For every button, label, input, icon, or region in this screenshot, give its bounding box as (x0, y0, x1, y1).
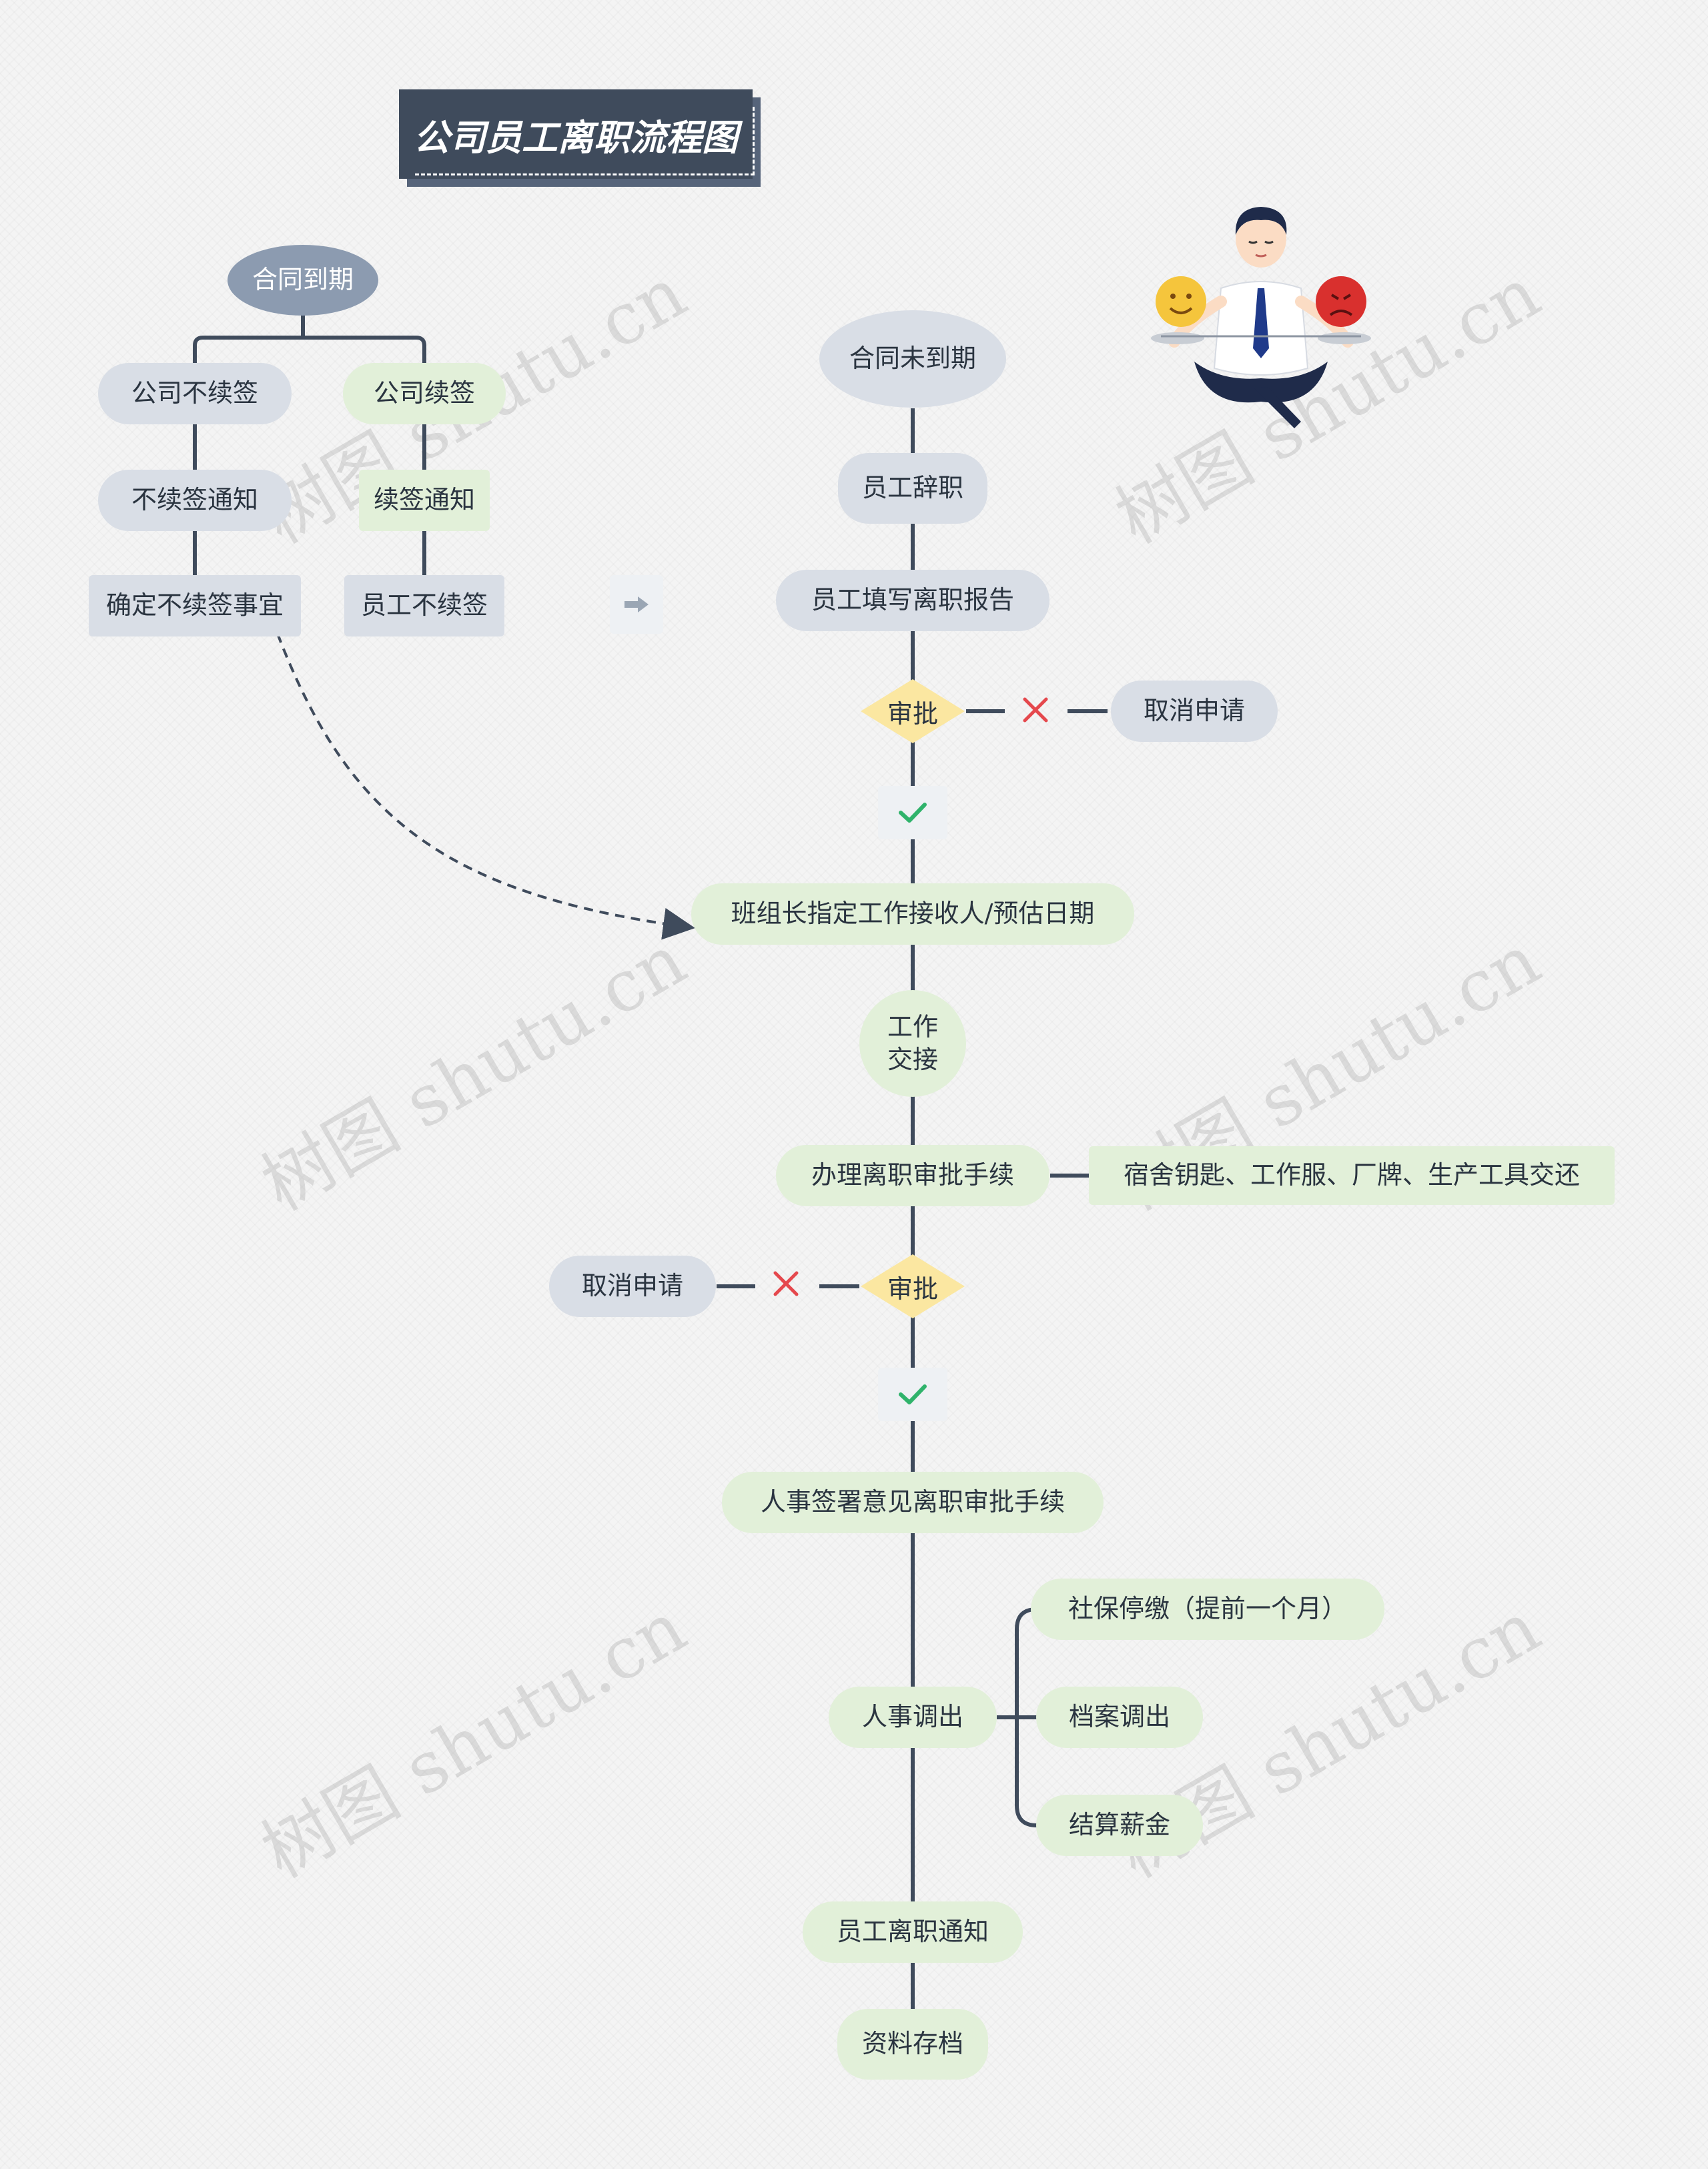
cross-icon (1011, 686, 1059, 734)
node-settle-salary[interactable]: 结算薪金 (1036, 1795, 1203, 1856)
cross-icon (762, 1260, 810, 1308)
page-title: 公司员工离职流程图 (399, 89, 753, 179)
node-resignation-report[interactable]: 员工填写离职报告 (776, 570, 1049, 631)
connector (193, 336, 426, 364)
decision-approve-2[interactable]: 审批 (859, 1253, 966, 1320)
dashed-arrow (276, 633, 695, 940)
node-resignation-notice[interactable]: 员工离职通知 (803, 1901, 1023, 1963)
node-cancel-application-2[interactable]: 取消申请 (549, 1256, 716, 1317)
node-resignation-procedure[interactable]: 办理离职审批手续 (776, 1145, 1049, 1206)
node-employee-no-renew[interactable]: 员工不续签 (344, 575, 504, 636)
node-contract-not-expired[interactable]: 合同未到期 (819, 310, 1006, 408)
right-arrow-icon (610, 575, 663, 634)
node-file-transfer[interactable]: 档案调出 (1036, 1687, 1203, 1748)
node-archive-documents[interactable]: 资料存档 (837, 2009, 988, 2080)
node-return-items[interactable]: 宿舍钥匙、工作服、厂牌、生产工具交还 (1089, 1146, 1615, 1205)
balance-person-illustration (1148, 188, 1374, 442)
decision-approve-1[interactable]: 审批 (859, 678, 966, 745)
node-contract-expired[interactable]: 合同到期 (228, 245, 378, 316)
decision-label: 审批 (887, 699, 938, 729)
check-icon (878, 1368, 947, 1421)
node-social-security-stop[interactable]: 社保停缴（提前一个月） (1031, 1579, 1384, 1640)
node-assign-receiver[interactable]: 班组长指定工作接收人/预估日期 (691, 883, 1134, 945)
node-renew-notice[interactable]: 续签通知 (359, 470, 490, 531)
node-cancel-application-1[interactable]: 取消申请 (1111, 681, 1278, 742)
node-confirm-no-renew[interactable]: 确定不续签事宜 (89, 575, 301, 636)
node-company-no-renew[interactable]: 公司不续签 (98, 363, 292, 424)
node-no-renew-notice[interactable]: 不续签通知 (98, 470, 292, 531)
node-work-handover[interactable]: 工作交接 (859, 990, 966, 1097)
check-icon (878, 786, 947, 839)
decision-label: 审批 (887, 1274, 938, 1304)
node-hr-transfer[interactable]: 人事调出 (829, 1687, 997, 1748)
node-hr-sign-opinion[interactable]: 人事签署意见离职审批手续 (722, 1472, 1104, 1533)
node-employee-resign[interactable]: 员工辞职 (838, 453, 987, 524)
node-company-renew[interactable]: 公司续签 (343, 363, 506, 424)
